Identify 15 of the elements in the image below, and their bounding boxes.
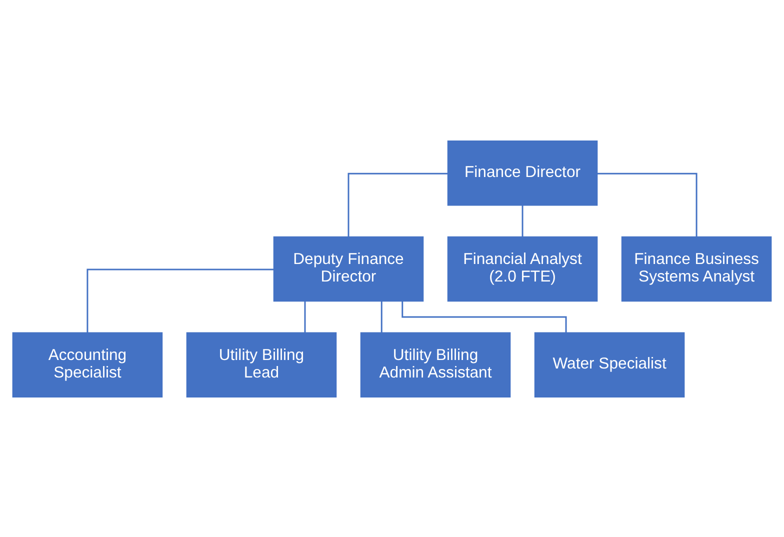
connector bbox=[86, 268, 274, 332]
node-box: Deputy Finance Director bbox=[273, 236, 424, 302]
node-box: Financial Analyst (2.0 FTE) bbox=[447, 236, 598, 302]
connector bbox=[348, 172, 448, 236]
connector bbox=[304, 300, 306, 332]
connector bbox=[522, 204, 524, 236]
node-box: Accounting Specialist bbox=[12, 332, 163, 398]
connector bbox=[380, 300, 382, 332]
node-box: Utility Billing Admin Assistant bbox=[360, 332, 511, 398]
connector bbox=[597, 172, 698, 236]
node-box: Water Specialist bbox=[534, 332, 685, 398]
node-box: Finance Director bbox=[447, 140, 598, 206]
node-box: Finance Business Systems Analyst bbox=[621, 236, 772, 302]
node-box: Utility Billing Lead bbox=[186, 332, 337, 398]
connector bbox=[402, 300, 567, 332]
